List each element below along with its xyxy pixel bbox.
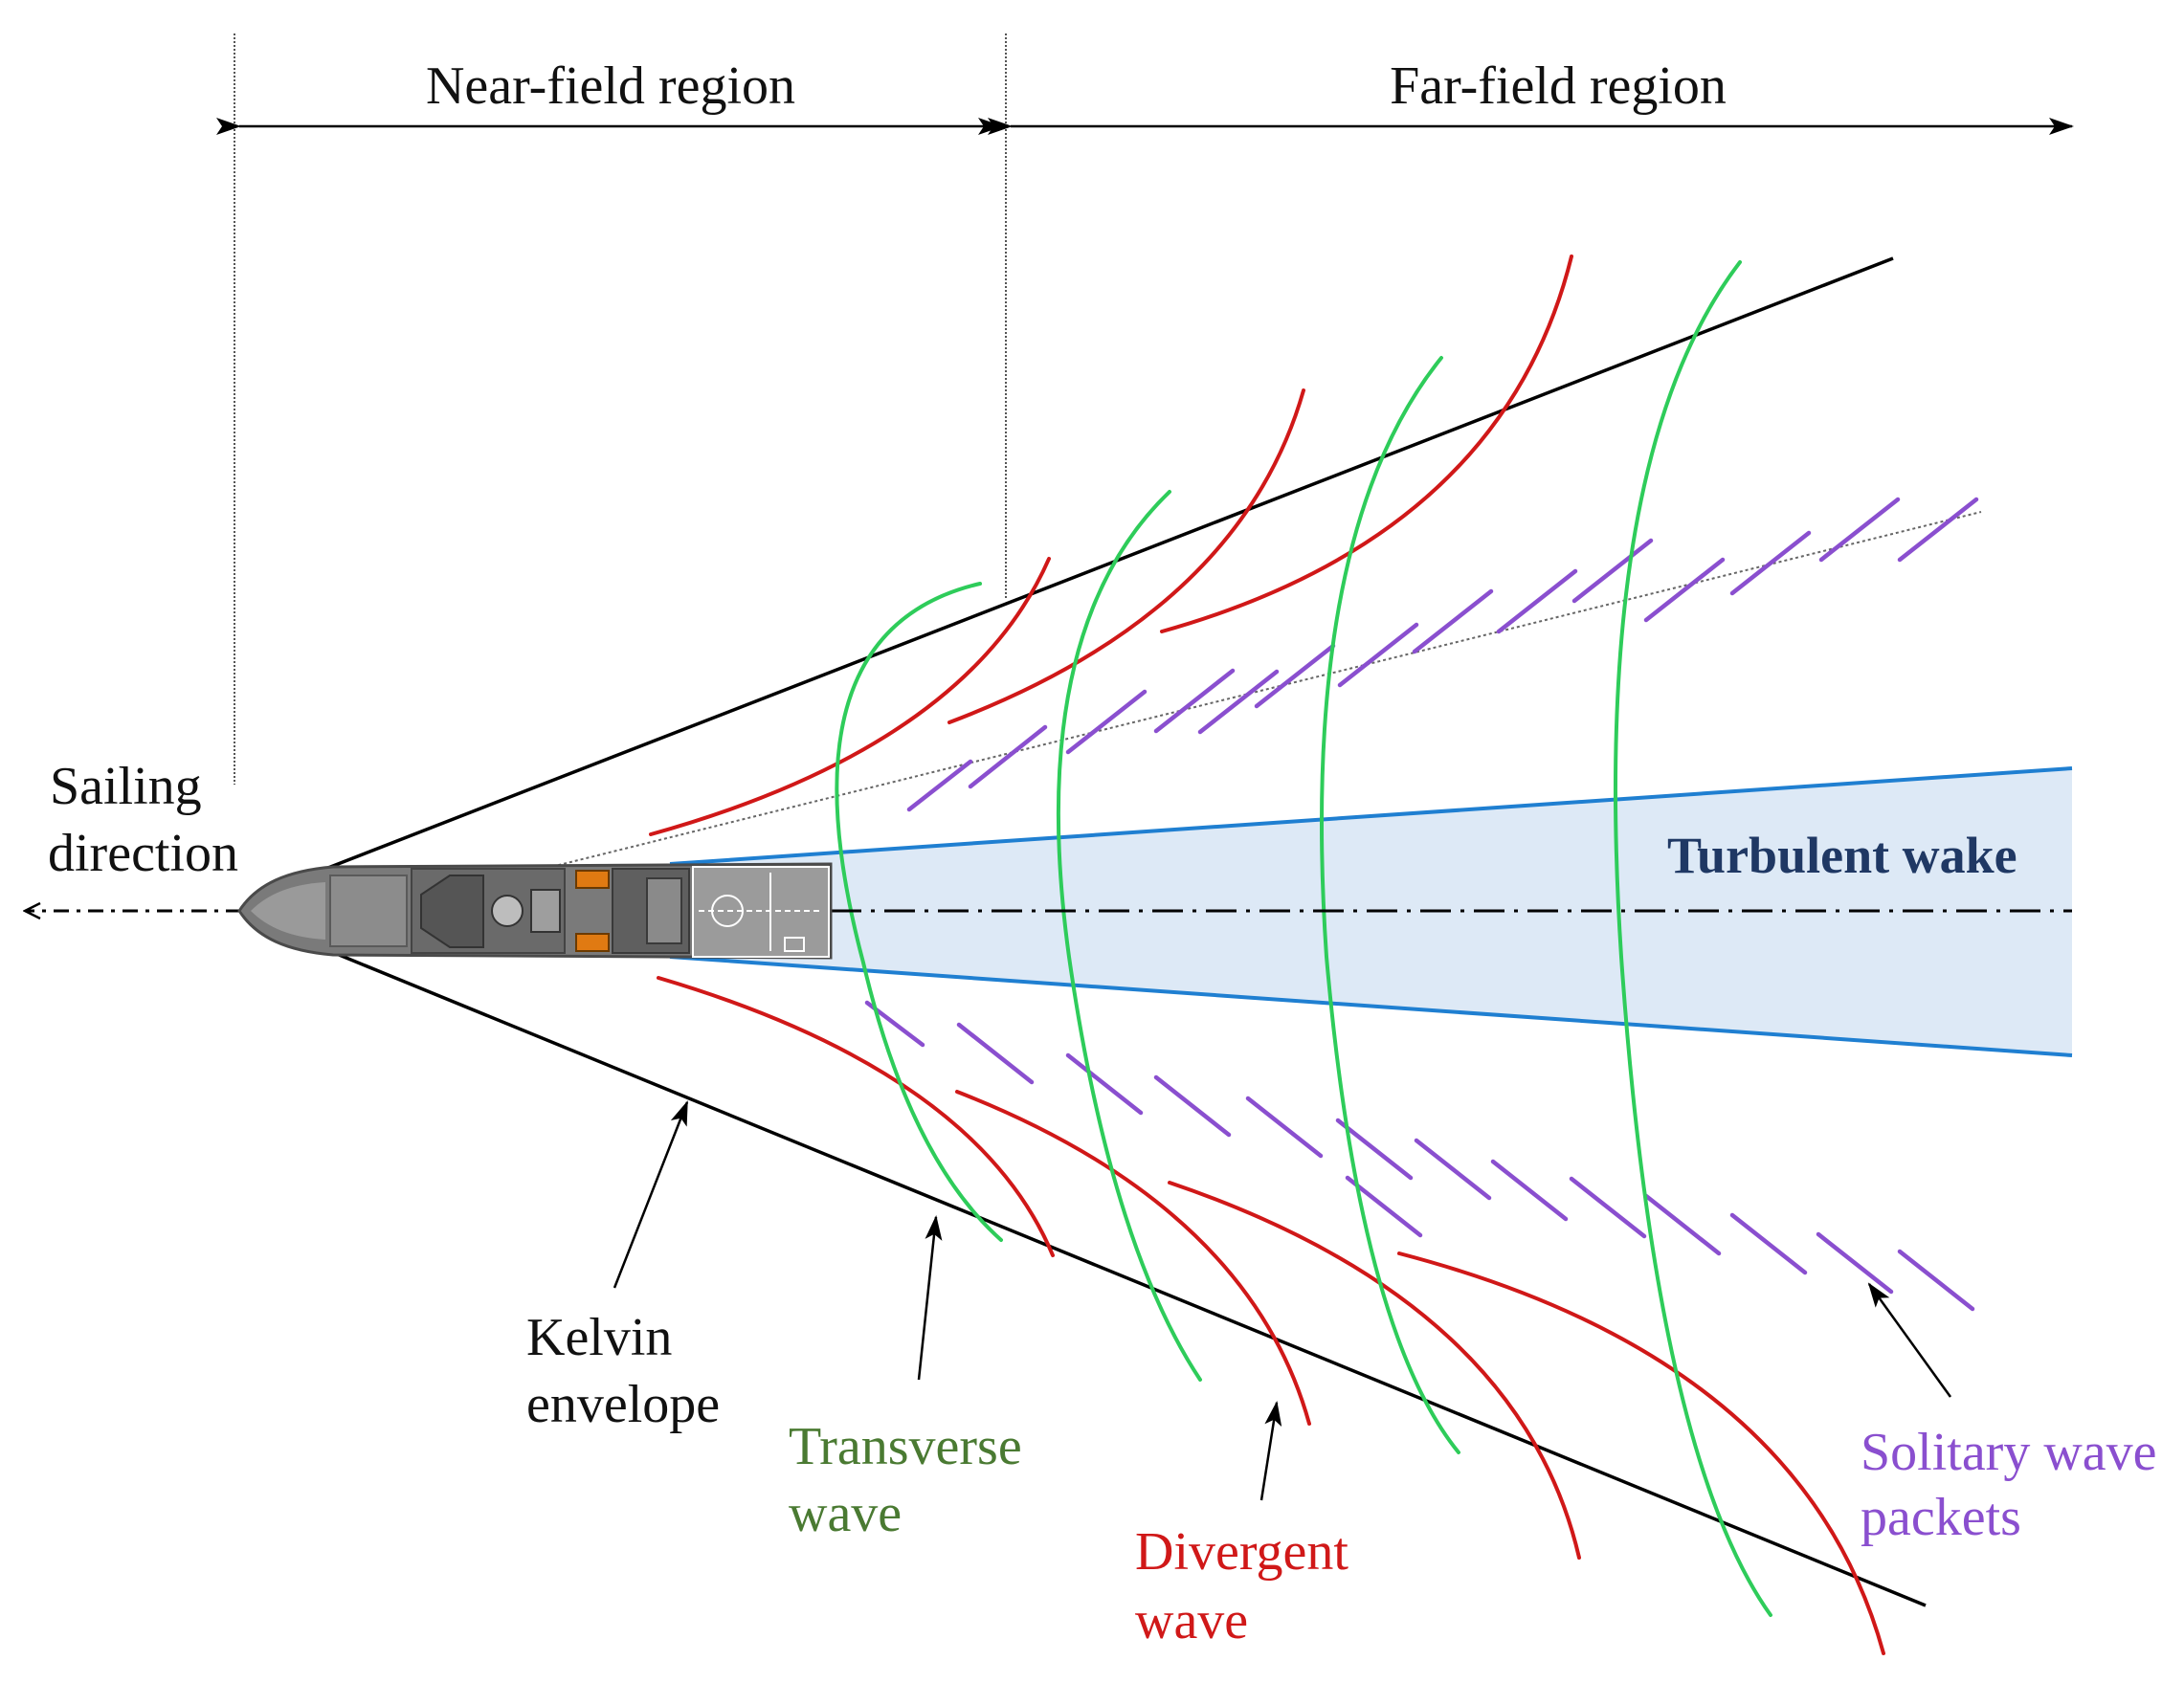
ship-lifeboat-starboard [575,933,610,952]
turbulent-wake-label: Turbulent wake [1667,827,2017,884]
solitary-packet-dash [1643,557,1726,623]
divergent-wave-lower [657,976,1055,1257]
ship-lifeboat-port [575,870,610,889]
solitary-packet-dash [1729,530,1812,596]
solitary-packet-dash [1897,497,1979,563]
divergent-wave-upper [1160,255,1573,633]
solitary-packet-dash [906,759,973,812]
ship-mast [491,895,524,927]
solitary-packet-dash [1245,1096,1324,1159]
sailing-direction-label-line2: direction [48,824,238,883]
solitary-packet-dash [1335,1118,1414,1181]
solitary-packet-dash [1897,1249,1975,1312]
solitary-packet-dash [1818,497,1901,563]
divergent-wave-upper [947,388,1305,724]
near-field-region-label: Near-field region [426,56,795,116]
solitary-packet-dash [1643,1193,1722,1256]
transverse-pointer-arrow [917,1215,943,1381]
solitary-packet-dash [1729,1212,1808,1275]
solitary-packet-guide-line [535,511,1982,872]
solitary-packet-dash [1571,538,1654,604]
solitary-packet-dash [968,724,1048,789]
solitary-wave-label-line2: packets [1861,1488,2021,1547]
kelvin-envelope-lower-line [315,943,1927,1607]
transverse-wave [1613,260,1772,1617]
ship-hangar [646,877,682,944]
ship-bow-deck [251,882,325,940]
divergent-wave-upper [649,557,1051,836]
solitary-packet-dash [1337,622,1419,688]
solitary-packet-dash [1569,1176,1647,1239]
transverse-waves [835,260,1772,1617]
divergent-wave-label-line1: Divergent [1135,1522,1348,1582]
far-field-region-label: Far-field region [1390,56,1727,116]
kelvin-envelope-upper-line [315,256,1894,875]
solitary-packet-dash [1153,1074,1232,1138]
solitary-packet-dash [1065,689,1148,755]
transverse-wave [835,582,1003,1242]
divergent-pointer-arrow [1259,1401,1282,1501]
solitary-packet-dash [1197,669,1280,735]
kelvin-envelope [315,256,1927,1607]
solitary-wave-packets [864,497,1979,1312]
transverse-wave-label-line2: wave [789,1484,902,1543]
solitary-packet-dash [1065,1052,1144,1116]
ship-radar [530,889,561,933]
region-dividers [234,33,1007,785]
solitary-packet-dash [1345,1175,1423,1238]
turbulent-wake-lower-edge [669,955,2073,1057]
ship-top-view-icon [237,862,833,960]
sailing-direction-label-line1: Sailing [50,757,202,816]
pointer-arrows [613,1100,1952,1501]
kelvin-envelope-label-line2: envelope [526,1375,720,1434]
divergent-wave-label-line2: wave [1135,1591,1248,1650]
solitary-packet-dash [1490,1159,1569,1222]
solitary-packet-dash [1412,588,1494,654]
turbulent-wake-upper-edge [669,766,2073,866]
helipad-circle [711,895,744,927]
kelvin-pointer-arrow [613,1100,689,1289]
transverse-wave [1056,490,1202,1382]
divergent-wave-lower [955,1090,1311,1426]
solitary-packet-dash [1816,1231,1894,1295]
solitary-packet-dash [1496,568,1578,634]
transverse-wave [1320,356,1460,1454]
solitary-packet-dash [1153,668,1236,734]
solitary-pointer-arrow [1867,1282,1952,1398]
solitary-wave-label-line1: Solitary wave [1861,1423,2156,1482]
divergent-waves [649,255,1885,1655]
solitary-packet-dash [956,1022,1035,1085]
solitary-packet-dash [1254,643,1336,709]
transverse-wave-label-line1: Transverse [789,1417,1022,1476]
divergent-wave-lower [1397,1251,1885,1655]
solitary-packet-dash [1414,1138,1492,1201]
flight-deck-marking [784,937,805,952]
kelvin-envelope-label-line1: Kelvin [526,1308,672,1367]
ship-bridge [420,875,484,948]
divergent-wave-lower [1168,1181,1581,1560]
ship-forward-deck [329,875,408,947]
